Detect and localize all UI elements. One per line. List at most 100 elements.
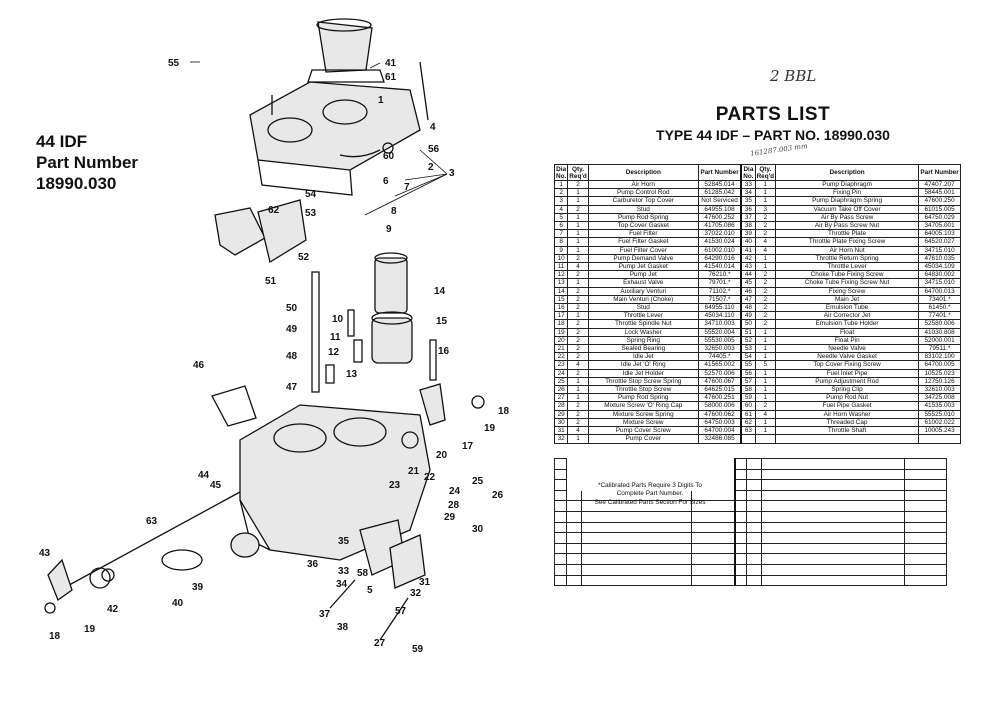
description-cell: Threaded Cap [775,417,920,428]
header-part-number-2: Part Number [918,164,962,181]
throttle-lever-part [401,383,485,449]
part-number-cell: 79701.* [697,278,742,288]
qty-cell: 2 [567,204,589,214]
qty-cell: 2 [754,286,777,296]
dia-no-cell: 11 [553,262,569,272]
part-number-cell: 41705.086 [697,221,742,231]
part-number-cell: 55525.010 [918,409,962,419]
description-cell: Main Venturi (Choke) [587,294,699,305]
part-number-cell: 12750.126 [918,376,962,387]
callout-14: 14 [434,286,446,297]
dia-no-cell: 49 [740,311,756,321]
blank-cell [904,542,947,555]
dia-no-cell: 59 [740,393,756,403]
blank-cell [566,553,582,565]
part-number-cell: 52845.014 [697,179,742,190]
description-cell: Throttle Lever [775,262,920,272]
callout-44: 44 [198,470,210,481]
qty-cell: 1 [754,368,777,378]
qty-cell: 2 [567,344,589,354]
blank-cell [733,521,747,534]
part-number-cell: 61002.010 [697,245,742,255]
blank-cell [746,489,762,502]
qty-cell: 2 [567,319,589,329]
part-number-cell: 55530.005 [697,335,742,346]
part-number-cell: 64700.013 [918,286,962,296]
callout-39: 39 [192,582,204,593]
blank-cell [761,458,905,470]
part-number-cell: 74405.* [697,352,742,362]
qty-cell: 2 [754,221,777,231]
blank-cell [761,553,905,565]
callout-29: 29 [444,512,456,523]
blank-cell [566,500,582,512]
description-cell: Carburetor Top Cover [587,196,699,206]
dia-no-cell: 24 [553,368,569,378]
dia-no-cell: 57 [740,376,756,387]
dia-no-cell: 40 [740,237,756,247]
description-cell: Air Horn [587,179,699,190]
description-cell: Pump Jet [587,270,699,280]
callout-17: 17 [462,441,474,452]
header-part-number: Part Number [697,164,742,181]
part-number-cell: 47610.035 [918,253,962,264]
part-number-cell: 61450.* [918,303,962,313]
dia-no-cell: 61 [740,409,756,419]
callout-40: 40 [172,598,184,609]
blank-row [554,521,947,534]
qty-cell: 1 [754,417,777,428]
dia-no-cell: 29 [553,409,569,419]
blank-cell [746,532,762,544]
description-cell: Throttle Stop Screw [587,385,699,395]
part-number-cell: 34715.010 [918,245,962,255]
parts-list-title: PARTS LIST [715,104,831,125]
dia-no-cell: 5 [553,212,569,223]
part-number-cell: Not Serviced [697,196,742,206]
dia-no-cell: 9 [553,245,569,255]
blank-cell [733,458,747,470]
blank-cell [581,510,692,523]
description-cell: Fuel Filter Gasket [587,237,699,247]
dia-no-cell: 41 [740,245,756,255]
note-line-1: *Calibrated Parts Require 3 Digits To [598,482,702,489]
blank-cell [554,553,567,565]
gasket-part [211,385,257,427]
qty-cell: 2 [567,294,589,305]
description-cell: Pump Demand Valve [587,253,699,264]
callout-28: 28 [448,500,460,511]
qty-cell: 1 [754,335,777,346]
part-number-cell: 32610.003 [918,385,962,395]
qty-cell: 1 [567,229,589,239]
qty-cell: 1 [754,344,777,354]
part-number-cell: 41565.002 [697,360,742,370]
qty-cell: 1 [567,376,589,387]
qty-cell: 2 [567,368,589,378]
callout-32: 32 [410,588,422,599]
blank-cell [746,510,762,523]
callout-22: 22 [424,472,436,483]
qty-cell: 4 [754,409,777,419]
callout-10: 10 [332,314,344,325]
description-cell: Throttle Lever [587,311,699,321]
qty-cell: 1 [754,327,777,337]
qty-cell: 1 [754,426,777,436]
description-cell: Pump Adjustment Rod [775,376,920,387]
qty-cell: 1 [754,262,777,272]
part-number-cell: 64955.108 [697,204,742,214]
blank-cell [581,553,692,565]
dia-no-cell: 53 [740,344,756,354]
qty-cell: 4 [567,360,589,370]
part-number-cell: 41535.003 [918,401,962,411]
blank-cell [554,510,567,523]
callout-2: 2 [428,162,434,173]
blank-cell [761,532,905,544]
callout-20: 20 [436,450,448,461]
dia-no-cell: 46 [740,286,756,296]
